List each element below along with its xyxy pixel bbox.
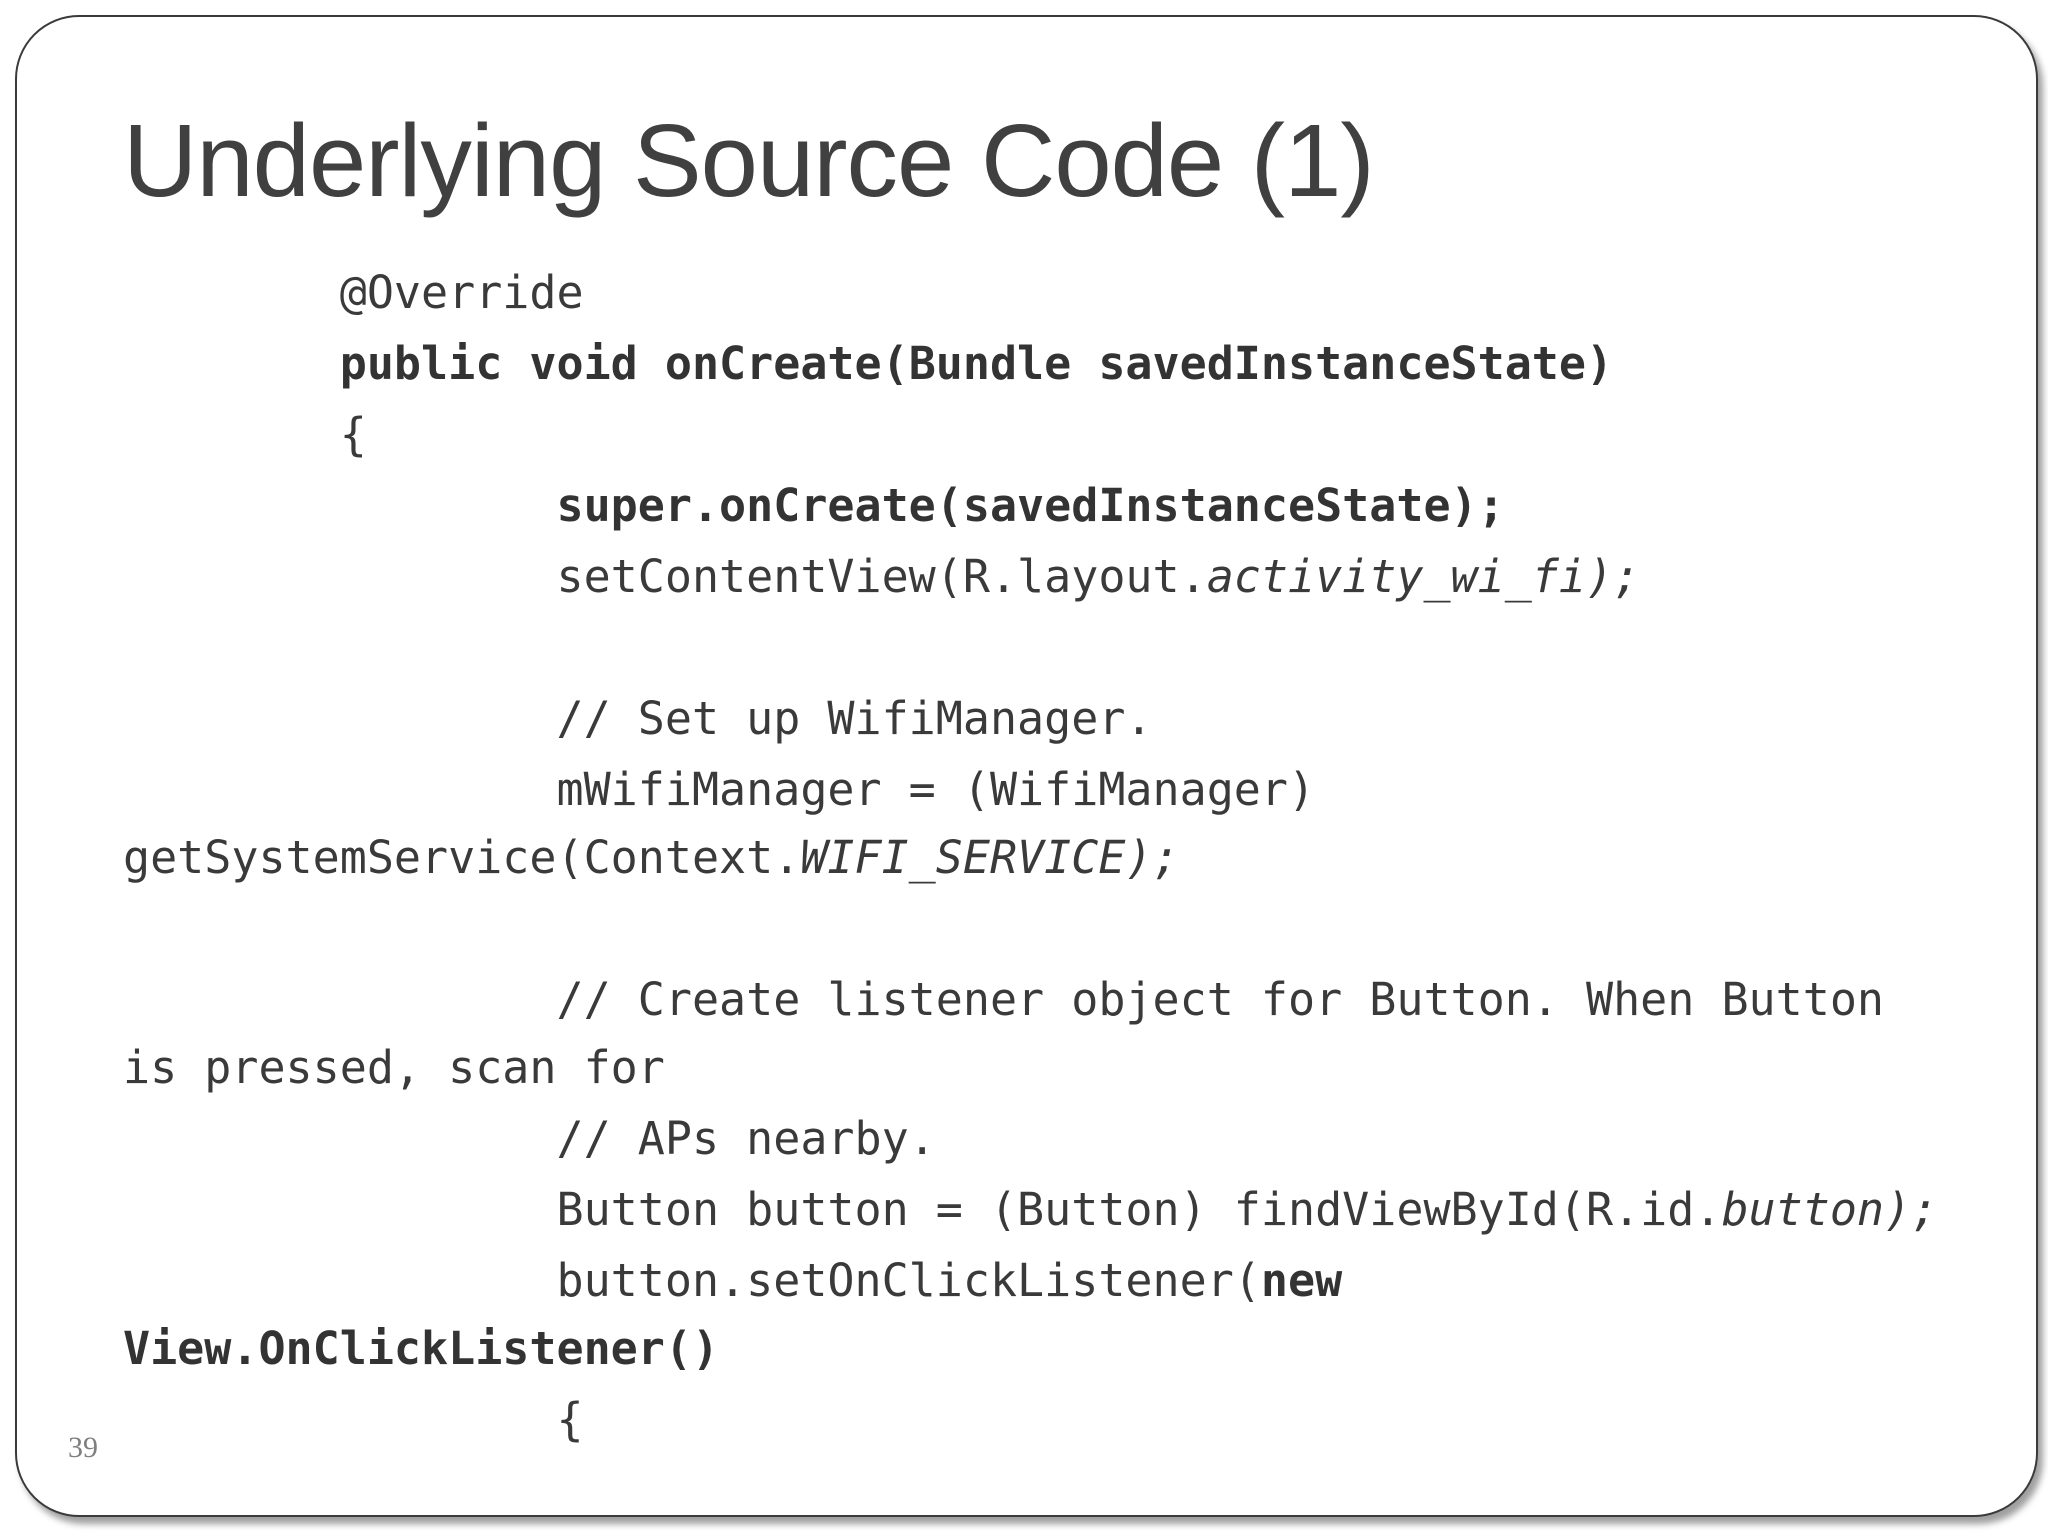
code-line: // Create listener object for Button. Wh… bbox=[123, 972, 1953, 1027]
code-line-continued: View.OnClickListener() bbox=[123, 1321, 1953, 1376]
code-line: Button button = (Button) findViewById(R.… bbox=[123, 1182, 1953, 1237]
slide-number: 39 bbox=[68, 1431, 98, 1464]
code-line-continued: getSystemService(Context.WIFI_SERVICE); bbox=[123, 830, 1953, 885]
code-text: @Override bbox=[339, 266, 584, 319]
slide-title: Underlying Source Code (1) bbox=[123, 103, 1375, 218]
code-line: mWifiManager = (WifiManager) bbox=[123, 762, 1953, 817]
code-text: button.setOnClickListener( bbox=[556, 1254, 1261, 1307]
code-text-italic: activity_wi_fi); bbox=[1206, 550, 1641, 603]
code-comment: // Set up WifiManager. bbox=[556, 692, 1153, 745]
code-text: getSystemService(Context. bbox=[123, 831, 801, 884]
code-line-continued: is pressed, scan for bbox=[123, 1040, 1953, 1095]
code-comment: // APs nearby. bbox=[556, 1112, 936, 1165]
code-text-italic: WIFI_SERVICE); bbox=[800, 831, 1180, 884]
code-text: { bbox=[556, 1393, 584, 1446]
code-text: mWifiManager = (WifiManager) bbox=[556, 763, 1316, 816]
code-line: setContentView(R.layout.activity_wi_fi); bbox=[123, 549, 1953, 604]
code-blank-line bbox=[123, 620, 1953, 675]
code-text: { bbox=[339, 408, 367, 461]
code-block: @Override public void onCreate(Bundle sa… bbox=[123, 265, 1953, 1463]
code-keyword: new bbox=[1260, 1254, 1343, 1307]
code-text: super.onCreate(savedInstanceState); bbox=[556, 479, 1505, 532]
code-text: Button button = (Button) findViewById(R.… bbox=[556, 1183, 1722, 1236]
code-text: setContentView(R.layout. bbox=[556, 550, 1207, 603]
code-text-italic: button); bbox=[1721, 1183, 1939, 1236]
code-text: View.OnClickListener() bbox=[123, 1322, 720, 1375]
code-blank-line bbox=[123, 901, 1953, 956]
code-text: public void onCreate(Bundle savedInstanc… bbox=[339, 337, 1614, 390]
code-line: { bbox=[123, 407, 1953, 462]
code-line: button.setOnClickListener(new bbox=[123, 1253, 1953, 1308]
code-comment: // Create listener object for Button. Wh… bbox=[556, 973, 1885, 1026]
code-comment: is pressed, scan for bbox=[123, 1041, 665, 1094]
slide-frame bbox=[15, 15, 2038, 1517]
code-line: // Set up WifiManager. bbox=[123, 691, 1953, 746]
code-line: public void onCreate(Bundle savedInstanc… bbox=[123, 336, 1953, 391]
code-line: // APs nearby. bbox=[123, 1111, 1953, 1166]
code-line: { bbox=[123, 1392, 1953, 1447]
code-line: super.onCreate(savedInstanceState); bbox=[123, 478, 1953, 533]
code-line: @Override bbox=[123, 265, 1953, 320]
